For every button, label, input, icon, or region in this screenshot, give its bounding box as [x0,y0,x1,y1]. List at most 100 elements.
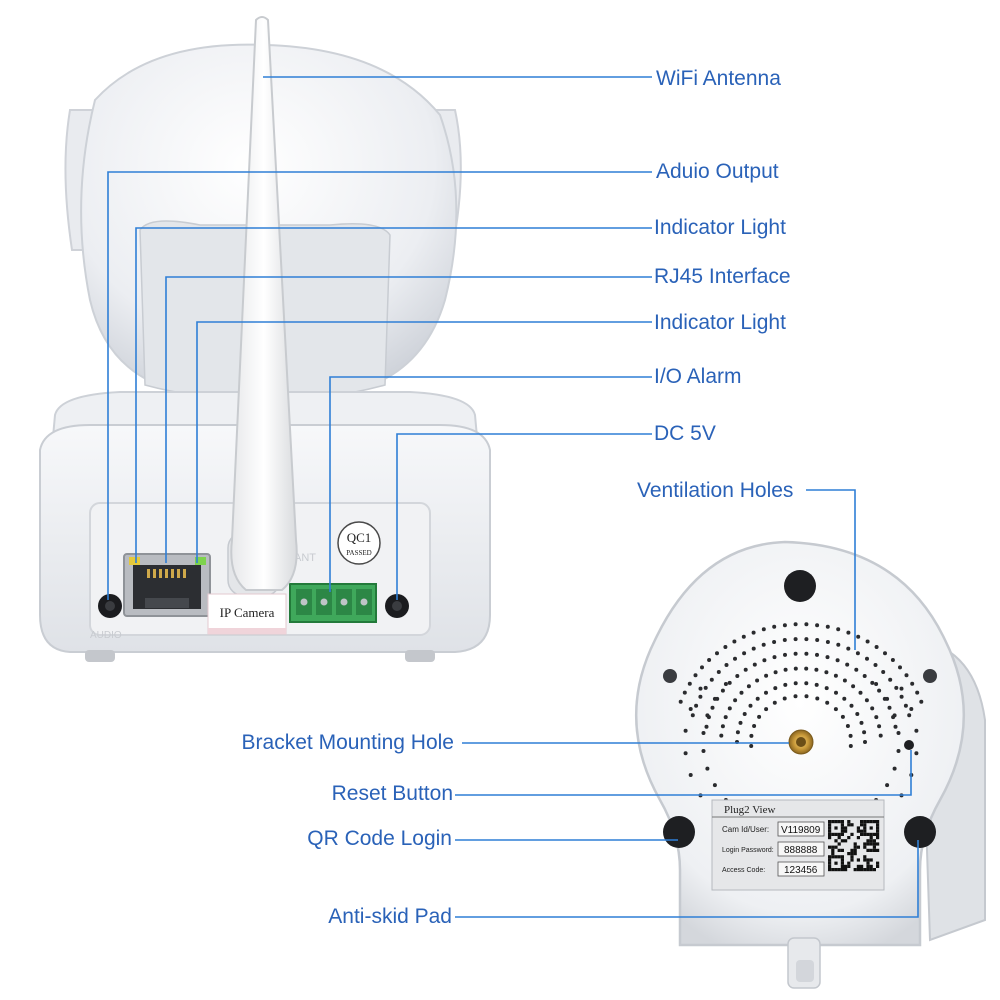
vent-hole [892,713,897,718]
vent-hole [793,694,798,699]
vent-hole [870,680,875,685]
qr-module [834,839,838,843]
qr-module [869,836,873,840]
vent-hole [814,682,819,687]
vent-hole [751,646,756,651]
vent-hole [909,707,914,711]
vent-hole [814,667,819,672]
vent-hole [712,783,717,788]
qr-module [869,864,873,868]
callout-dc-5v: DC 5V [654,422,716,445]
qr-module [837,848,841,852]
qr-module [869,858,873,862]
vent-hole [863,740,867,744]
qr-module [834,855,838,859]
vent-hole [743,667,748,672]
vent-hole [782,623,787,628]
vent-hole [864,698,869,703]
rj45-port-icon [123,553,211,617]
callout-ventilation-holes: Ventilation Holes [637,479,794,502]
vent-hole [701,749,706,753]
vent-hole [878,733,883,738]
qr-module [876,829,880,833]
vent-hole [703,685,708,690]
login-password-value: 888888 [784,845,818,856]
vent-hole [846,646,851,651]
vent-hole [749,744,754,748]
vent-hole [888,677,893,682]
vent-hole [855,651,860,656]
vent-hole [772,640,777,644]
vent-hole [848,733,853,738]
qr-module [847,861,851,865]
vent-hole [887,705,892,710]
qr-module [866,839,870,843]
vent-hole [727,680,732,685]
qr-module [869,868,873,872]
qr-module [840,848,844,852]
qr-module [828,829,832,833]
vent-hole [755,678,760,683]
vent-hole [757,714,762,719]
qr-module [872,845,876,849]
vent-hole [773,670,778,675]
vent-hole [764,673,769,678]
vent-hole [877,688,882,693]
vent-hole [835,658,840,663]
vent-hole [804,681,809,686]
vent-hole [724,663,729,667]
vent-hole [678,699,683,704]
qr-module [853,845,857,849]
qr-module [834,826,838,830]
vent-hole [899,694,904,699]
vent-hole [783,652,787,657]
vent-hole [682,690,687,695]
qr-module [847,823,851,827]
callout-rj45-interface: RJ45 Interface [654,265,791,288]
vent-hole [825,700,830,705]
qr-module [828,868,832,872]
vent-hole [727,706,732,711]
vent-hole [862,730,867,735]
vent-hole [825,640,830,644]
qr-module [866,858,870,862]
qr-module [853,842,857,846]
qr-module [834,832,838,836]
vent-hole [782,638,787,642]
vent-hole [836,642,841,647]
qr-module [837,868,841,872]
qr-module [866,868,870,872]
qr-module [853,868,857,872]
vent-hole [899,686,904,691]
vent-hole [705,766,710,771]
vent-hole [873,663,878,667]
callout-anti-skid-pad: Anti-skid Pad [328,905,452,928]
qr-module [860,820,864,824]
vent-hole [687,681,692,686]
vent-hole [919,699,924,704]
vent-hole [772,700,777,705]
vent-hole [698,694,703,699]
qr-module [863,868,867,872]
vent-hole [741,634,746,639]
qr-module [863,832,867,836]
anti-skid-pad-icon [904,816,936,848]
callout-indicator-light: Indicator Light [654,311,786,334]
qr-module [869,832,873,836]
vent-hole [704,724,709,729]
callout-reset-button: Reset Button [331,782,453,805]
qr-module [828,861,832,865]
vent-hole [742,712,747,716]
vent-hole [735,730,740,735]
vent-hole [723,645,728,649]
qr-module [831,820,835,824]
qc-badge-title: QC1 [347,530,372,545]
qr-module [840,868,844,872]
qr-module [872,832,876,836]
qr-module [863,829,867,833]
vent-hole [719,733,724,738]
vent-hole [746,684,751,689]
qr-module [876,820,880,824]
qr-module [831,868,835,872]
